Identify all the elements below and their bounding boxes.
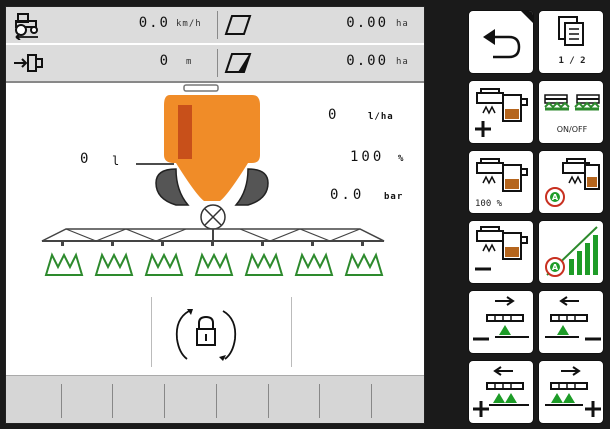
tank-funnel xyxy=(176,163,248,201)
softkey-slot-7[interactable] xyxy=(371,384,372,418)
distance-value: 0 xyxy=(159,53,170,69)
steering-lock-icon[interactable] xyxy=(173,305,239,365)
area-partial-icon xyxy=(224,12,254,42)
auto-rate-button[interactable]: A xyxy=(538,150,604,214)
softkey-slot-2[interactable] xyxy=(112,384,113,418)
tractor-speed-icon xyxy=(12,10,46,44)
back-arrow-icon xyxy=(483,11,533,59)
boom-sections-icon xyxy=(544,94,600,111)
softkey-slot-1[interactable] xyxy=(61,384,62,418)
nozzle-step-icon xyxy=(476,158,528,192)
area-total-icon xyxy=(224,50,254,80)
main-work-display: 0.0 km/h 0.00 ha 0 m xyxy=(5,6,425,424)
tank-level-unit: l xyxy=(112,154,123,168)
section-6-plant-icon xyxy=(294,252,334,276)
page-switch-button[interactable]: 1 / 2 xyxy=(538,10,604,74)
auto-rate-graph-button[interactable]: A xyxy=(538,220,604,284)
section-toggle-label: ON/OFF xyxy=(556,125,588,134)
softkey-slot-6[interactable] xyxy=(319,384,320,418)
rate-step-button[interactable]: 100 % xyxy=(468,150,534,214)
section-right-plus-icon xyxy=(545,366,601,417)
rate-step-label: 100 % xyxy=(475,199,503,209)
rate-percent-unit: % xyxy=(398,154,405,164)
nozzle-minus-icon xyxy=(475,226,528,271)
section-left-on-button[interactable] xyxy=(468,360,534,424)
application-rate-value: 0 xyxy=(328,107,340,123)
pages-icon xyxy=(558,16,584,46)
section-right-off-button[interactable] xyxy=(538,290,604,354)
status-bottom-border xyxy=(6,81,424,83)
speed-value: 0.0 xyxy=(138,15,170,31)
section-left-plus-icon xyxy=(473,366,529,417)
section-4-plant-icon xyxy=(194,252,234,276)
tank-level-marker xyxy=(178,105,192,159)
section-on-off-button[interactable]: ON/OFF xyxy=(538,80,604,144)
right-wheel-icon xyxy=(234,168,269,206)
area-total-value: 0.00 xyxy=(346,53,388,69)
section-plant-icons xyxy=(44,252,384,276)
section-right-on-button[interactable] xyxy=(538,360,604,424)
page-indicator: 1 / 2 xyxy=(558,56,586,66)
status-row-speed: 0.0 km/h 0.00 ha xyxy=(6,7,424,44)
rate-decrease-button[interactable] xyxy=(468,220,534,284)
speed-unit: km/h xyxy=(176,19,202,29)
sprayer-graphic xyxy=(41,84,385,276)
softkey-panel: 1 / 2 ON/OFF xyxy=(466,4,606,424)
softkey-slot-4[interactable] xyxy=(216,384,217,418)
nozzle-auto-icon: A xyxy=(545,158,600,207)
section-7-plant-icon xyxy=(344,252,384,276)
area-partial-value: 0.00 xyxy=(346,15,388,31)
rate-percent-value: 100 xyxy=(350,149,385,165)
section-left-minus-icon xyxy=(473,296,529,341)
section-left-off-button[interactable] xyxy=(468,290,534,354)
softkey-slot-5[interactable] xyxy=(268,384,269,418)
left-wheel-icon xyxy=(155,168,190,206)
rate-increase-button[interactable] xyxy=(468,80,534,144)
status-divider xyxy=(217,11,218,39)
area-partial-unit: ha xyxy=(396,19,409,29)
section-5-plant-icon xyxy=(244,252,284,276)
tank-level-value: 0 xyxy=(80,151,92,167)
application-rate-unit: l/ha xyxy=(368,112,394,122)
pressure-unit: bar xyxy=(384,192,404,202)
status-divider xyxy=(217,49,218,77)
rate-ramp-icon: A xyxy=(545,226,598,277)
section-right-minus-icon xyxy=(545,296,601,341)
back-button[interactable] xyxy=(468,10,534,74)
nozzle-plus-icon xyxy=(475,88,528,137)
section-2-plant-icon xyxy=(94,252,134,276)
distance-unit: m xyxy=(186,57,193,67)
area-total-unit: ha xyxy=(396,57,409,67)
svg-text:A: A xyxy=(552,263,559,272)
status-row-separator xyxy=(6,43,424,45)
status-row-distance: 0 m 0.00 ha xyxy=(6,45,424,81)
distance-icon xyxy=(12,49,46,81)
pressure-value: 0.0 xyxy=(330,187,365,203)
bottom-softkey-bar xyxy=(6,375,424,423)
softkey-slot-3[interactable] xyxy=(164,384,165,418)
svg-text:A: A xyxy=(552,193,559,202)
lock-panel xyxy=(151,297,292,373)
section-1-plant-icon xyxy=(44,252,84,276)
section-3-plant-icon xyxy=(144,252,184,276)
boom-nozzles xyxy=(61,241,364,246)
tank-handle xyxy=(183,84,219,92)
